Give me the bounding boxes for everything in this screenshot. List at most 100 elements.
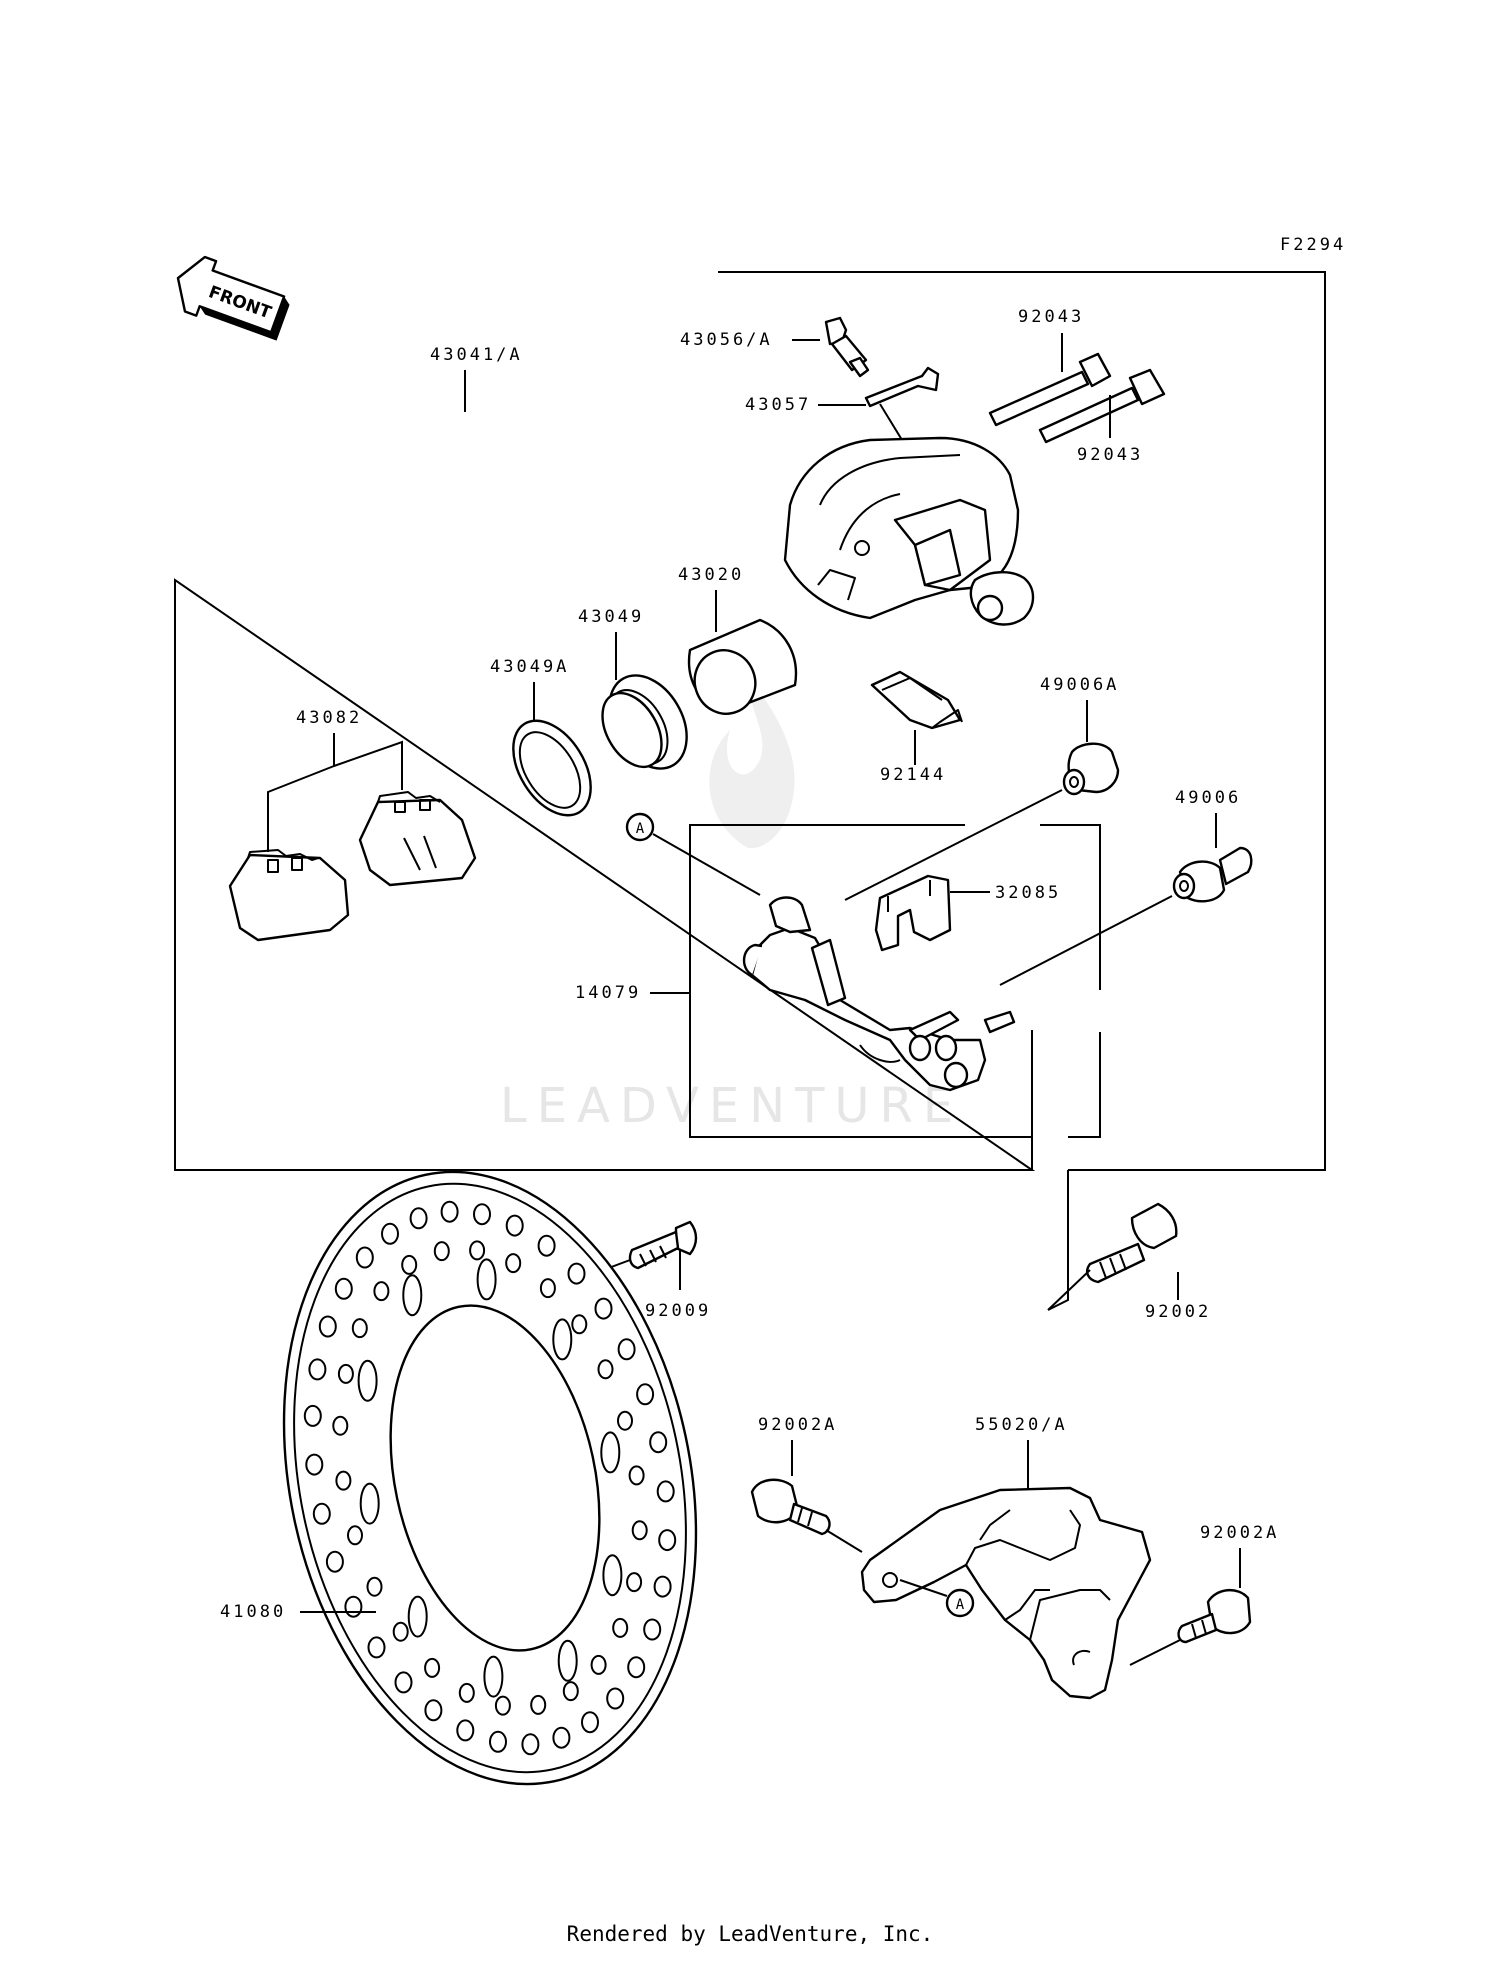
- caliper-holder-icon: [742, 896, 1016, 1092]
- disc-hole: [308, 1358, 327, 1381]
- brake-pad-left-icon: [228, 849, 350, 942]
- caliper-guard-icon: [860, 1486, 1152, 1700]
- disc-hole: [567, 1262, 586, 1285]
- disc-hole: [530, 1694, 547, 1715]
- ref-a-top: A: [636, 821, 645, 837]
- disc-hole: [456, 1719, 475, 1742]
- label-assembly: 43041/A: [430, 345, 523, 365]
- pad-spring-icon: [874, 874, 952, 952]
- holder-bolt-icon: [1086, 1202, 1178, 1284]
- disc-hole: [458, 1682, 475, 1703]
- disc-hole: [594, 1297, 613, 1320]
- disc-hole: [325, 1550, 344, 1573]
- disc-hole: [366, 1576, 383, 1597]
- disc-hole: [562, 1681, 579, 1702]
- disc-hole: [392, 1621, 409, 1642]
- label-seal-piston: 43049A: [490, 657, 569, 677]
- label-guard: 55020/A: [975, 1415, 1068, 1435]
- brake-pad-right-icon: [358, 791, 477, 887]
- piston-icon: [687, 618, 798, 715]
- ref-a-bottom-marker: [945, 1588, 975, 1618]
- leader-boot-a-holder: [844, 789, 1063, 901]
- disc-hole: [355, 1246, 374, 1269]
- ref-a-bottom: A: [956, 1597, 965, 1613]
- disc-hole: [473, 1203, 491, 1226]
- disc-hole: [401, 1254, 418, 1275]
- disc-hole: [332, 1415, 349, 1436]
- disc-hole: [424, 1657, 441, 1678]
- disc-hole: [483, 1655, 504, 1698]
- disc-hole: [600, 1431, 621, 1474]
- disc-hole: [407, 1595, 428, 1638]
- guard-bolt-right-icon: [1177, 1589, 1252, 1644]
- caliper-body-icon: [783, 436, 1035, 626]
- disc-hole: [552, 1726, 571, 1749]
- figure-code: F2294: [1280, 235, 1346, 255]
- pin-boot-a-icon: [1062, 742, 1120, 796]
- disc-hole: [636, 1383, 655, 1406]
- bleeder-cap-icon: [864, 366, 940, 408]
- piston-seal-icon: [512, 719, 592, 817]
- holder-box: [689, 824, 1101, 1138]
- leader-ref-a-bottom: [899, 1579, 948, 1597]
- disc-hole: [505, 1214, 524, 1237]
- disc-hole: [539, 1278, 556, 1299]
- disc-hole: [402, 1274, 423, 1317]
- label-pin-bottom: 92043: [1077, 445, 1143, 465]
- disc-hole: [409, 1207, 428, 1230]
- watermark-text: LEADVENTURE: [500, 1078, 963, 1134]
- disc-hole: [626, 1572, 643, 1593]
- disc-hole: [344, 1595, 363, 1618]
- label-pin-top: 92043: [1018, 307, 1084, 327]
- disc-hole: [489, 1730, 507, 1753]
- disc-hole: [357, 1359, 378, 1402]
- disc-hole: [505, 1253, 522, 1274]
- disc-hole: [571, 1314, 588, 1335]
- slide-pin-top-icon: [988, 352, 1112, 427]
- disc-hole: [318, 1315, 337, 1338]
- disc-hole: [303, 1404, 322, 1427]
- disc-hole: [628, 1465, 645, 1486]
- disc-hole: [351, 1318, 368, 1339]
- disc-hole: [602, 1554, 623, 1597]
- disc-hole: [476, 1258, 497, 1301]
- label-bolt-holder: 92002: [1145, 1302, 1211, 1322]
- disc-hole: [617, 1338, 636, 1361]
- label-bleeder: 43056/A: [680, 330, 773, 350]
- slide-pin-bottom-icon: [1038, 368, 1166, 444]
- leader-bolt-holder: [1031, 1030, 1069, 1311]
- disc-hole: [440, 1200, 459, 1223]
- label-disc: 41080: [220, 1602, 286, 1622]
- disc-hole: [656, 1480, 675, 1503]
- label-seal-dust: 43049: [578, 607, 644, 627]
- label-pad-spring: 32085: [995, 883, 1061, 903]
- ref-a-top-marker: [625, 812, 655, 842]
- disc-hole: [643, 1618, 662, 1641]
- leader-guard-bolt-right-part: [1129, 1639, 1181, 1666]
- disc-hole: [552, 1318, 573, 1361]
- disc-hole: [581, 1711, 599, 1734]
- disc-hole: [557, 1639, 578, 1682]
- disc-hole: [367, 1636, 386, 1659]
- disc-hole: [597, 1359, 614, 1380]
- disc-hole: [359, 1482, 380, 1525]
- disc-hole: [627, 1656, 646, 1679]
- disc-hole: [494, 1695, 511, 1716]
- bleeder-valve-icon: [824, 316, 870, 378]
- leader-guard-bolt-left-part: [825, 1529, 863, 1553]
- disc-hole: [612, 1617, 629, 1638]
- disc-hole: [617, 1410, 633, 1431]
- disc-hole: [312, 1502, 331, 1525]
- label-holder: 14079: [575, 983, 641, 1003]
- disc-hole: [469, 1240, 486, 1261]
- leader-ref-a-top: [652, 833, 761, 896]
- label-cap: 43057: [745, 395, 811, 415]
- disc-hole: [381, 1222, 399, 1245]
- label-boot-a: 49006A: [1040, 675, 1119, 695]
- disc-hole: [394, 1671, 413, 1694]
- disc-hole: [606, 1687, 625, 1710]
- disc-hole: [433, 1241, 450, 1262]
- label-pads: 43082: [296, 708, 362, 728]
- label-guard-bolt-left: 92002A: [758, 1415, 837, 1435]
